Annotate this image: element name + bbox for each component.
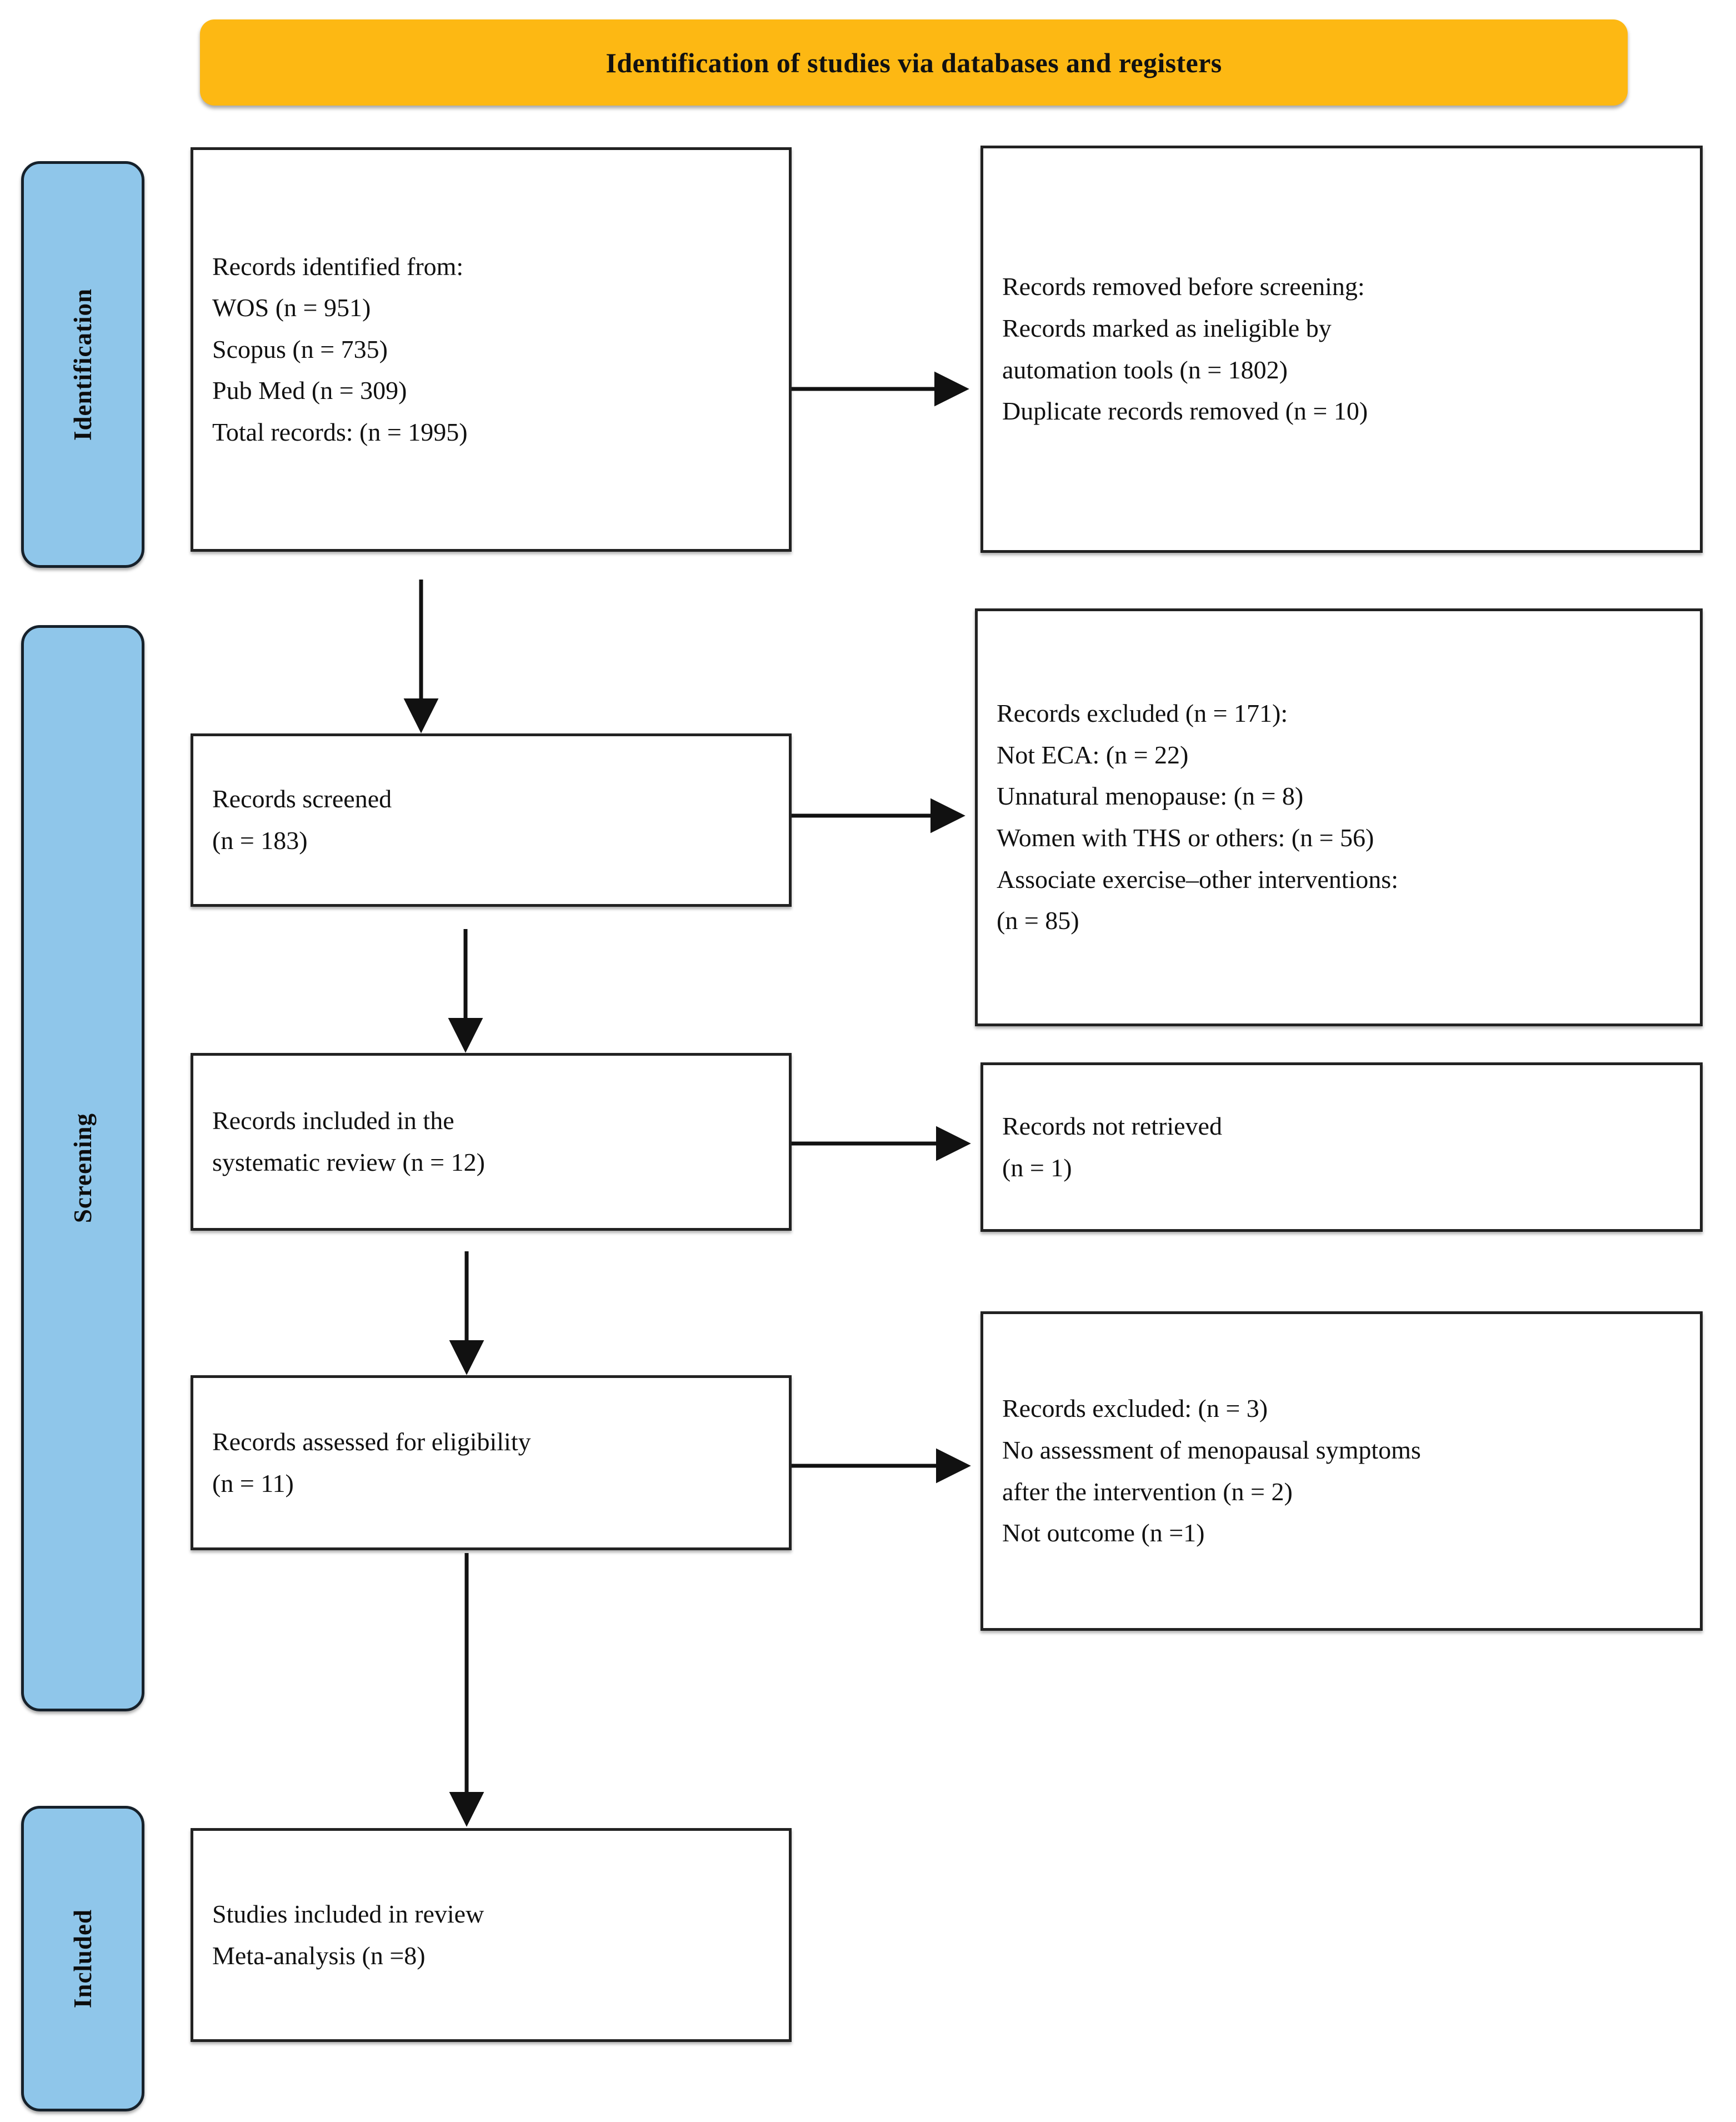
box-records-excluded-171: Records excluded (n = 171): Not ECA: (n …	[975, 608, 1703, 1026]
box-line: Meta-analysis (n =8)	[212, 1941, 426, 1970]
box-line: Records marked as ineligible by	[1002, 313, 1332, 342]
box-line: Not ECA: (n = 22)	[997, 740, 1189, 769]
box-line: Total records: (n = 1995)	[212, 417, 468, 446]
box-line: Women with THS or others: (n = 56)	[997, 823, 1374, 852]
page-title: Identification of studies via databases …	[606, 47, 1222, 78]
box-line: Records assessed for eligibility	[212, 1427, 531, 1456]
stage-tab-screening: Screening	[21, 625, 144, 1711]
box-line: (n = 1)	[1002, 1153, 1072, 1182]
stage-label-included: Included	[69, 1909, 97, 2009]
box-line: Records identified from:	[212, 252, 464, 281]
box-line: Duplicate records removed (n = 10)	[1002, 397, 1368, 426]
box-line: Studies included in review	[212, 1899, 484, 1928]
box-line: Pub Med (n = 309)	[212, 376, 407, 405]
box-line: Not outcome (n =1)	[1002, 1519, 1205, 1547]
box-line: Records included in the	[212, 1106, 454, 1135]
box-records-excluded-3: Records excluded: (n = 3) No assessment …	[980, 1311, 1703, 1631]
box-line: Associate exercise–other interventions:	[997, 865, 1398, 893]
box-records-identified: Records identified from: WOS (n = 951) S…	[191, 147, 792, 552]
box-line: No assessment of menopausal symptoms	[1002, 1435, 1421, 1464]
box-records-included-systematic-review: Records included in the systematic revie…	[191, 1053, 792, 1231]
box-studies-included-in-review: Studies included in review Meta-analysis…	[191, 1828, 792, 2042]
stage-tab-included: Included	[21, 1806, 144, 2111]
stage-tab-identification: Identification	[21, 161, 144, 568]
box-line: Records not retrieved	[1002, 1111, 1222, 1140]
box-line: Scopus (n = 735)	[212, 334, 388, 363]
box-line: (n = 11)	[212, 1469, 294, 1497]
box-records-removed-before-screening: Records removed before screening: Record…	[980, 146, 1703, 553]
stage-label-identification: Identification	[69, 288, 97, 441]
box-line: (n = 183)	[212, 826, 308, 855]
box-records-screened: Records screened (n = 183)	[191, 733, 792, 907]
box-line: Records excluded: (n = 3)	[1002, 1394, 1268, 1423]
box-line: (n = 85)	[997, 906, 1079, 935]
box-records-assessed-for-eligibility: Records assessed for eligibility (n = 11…	[191, 1375, 792, 1550]
box-line: WOS (n = 951)	[212, 293, 371, 322]
box-line: Records excluded (n = 171):	[997, 699, 1288, 728]
box-line: Records screened	[212, 785, 392, 813]
box-line: Records removed before screening:	[1002, 272, 1365, 301]
box-line: Unnatural menopause: (n = 8)	[997, 782, 1304, 811]
box-line: automation tools (n = 1802)	[1002, 355, 1288, 384]
box-line: after the intervention (n = 2)	[1002, 1477, 1293, 1506]
stage-label-screening: Screening	[69, 1113, 97, 1224]
box-line: systematic review (n = 12)	[212, 1148, 485, 1176]
diagram-header-banner: Identification of studies via databases …	[200, 19, 1628, 106]
box-records-not-retrieved: Records not retrieved (n = 1)	[980, 1062, 1703, 1232]
